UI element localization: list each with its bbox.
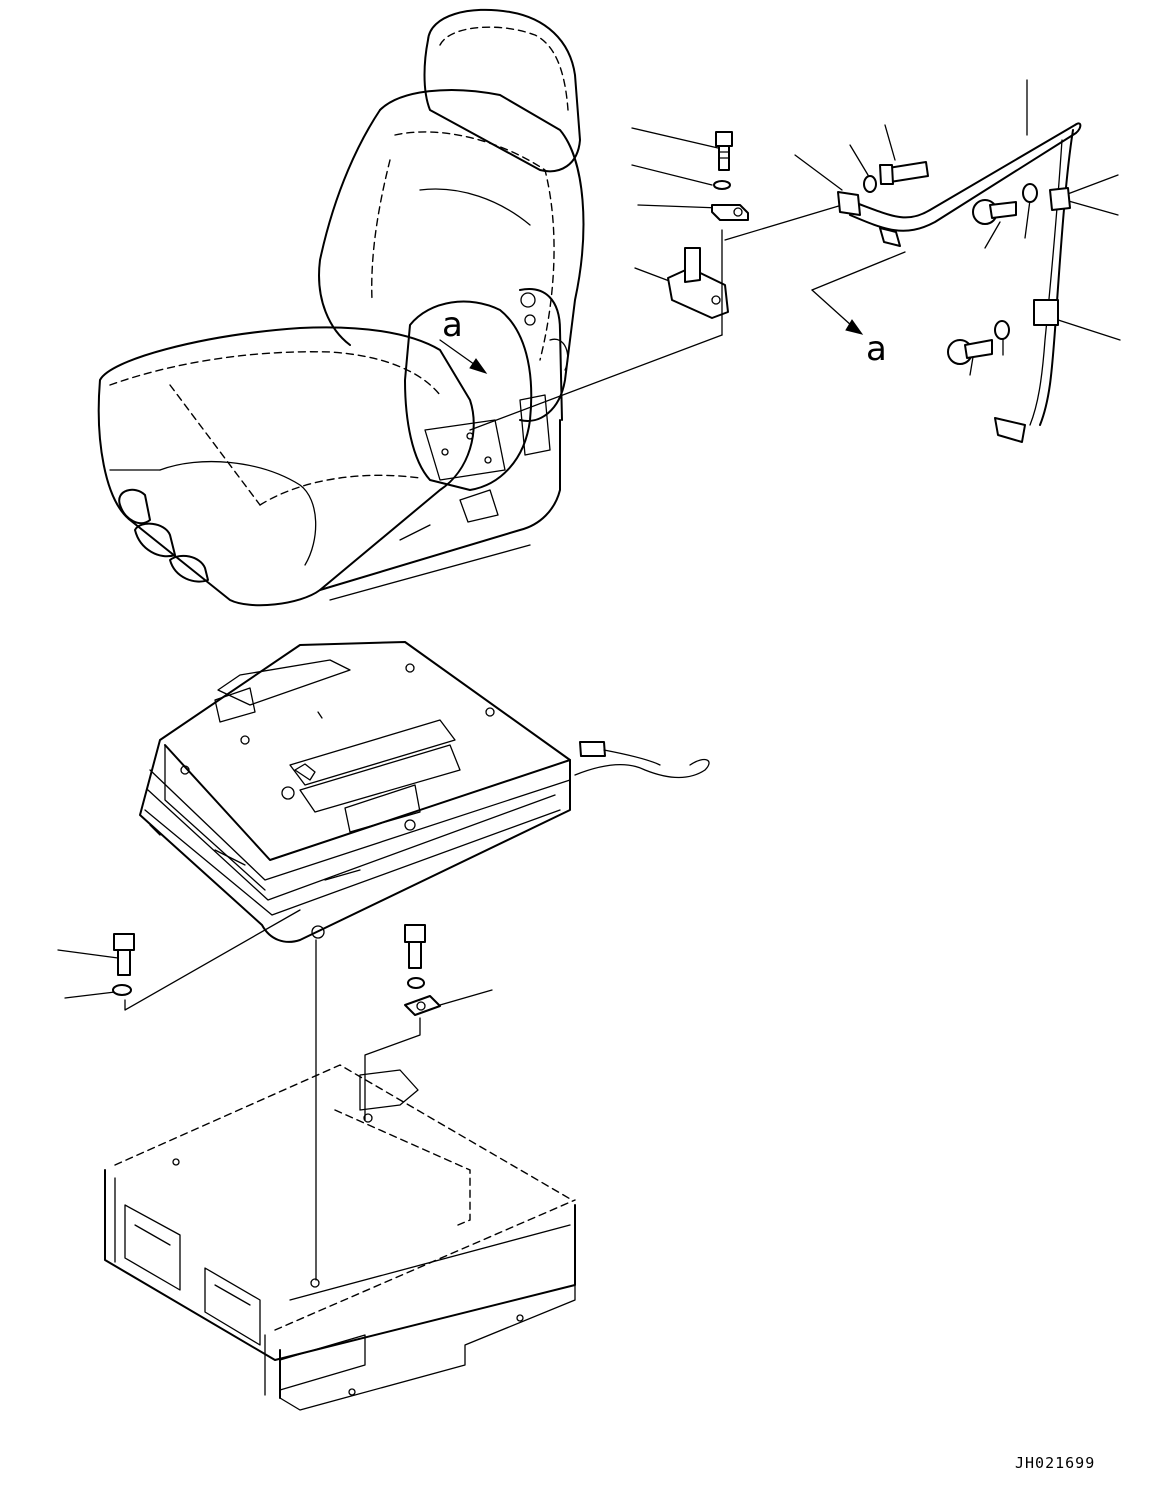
washer-icon: [407, 977, 425, 989]
view-arrow-a-detail: a: [811, 251, 906, 369]
wire-harness-detail: [794, 79, 1121, 443]
hex-bolt-icon: [972, 199, 1017, 225]
hex-bolt-icon: [879, 161, 929, 185]
hex-bolt-icon: [715, 131, 733, 171]
suspension-hardware-left: [57, 909, 301, 1011]
leader-line: [469, 334, 723, 431]
washer-icon: [863, 175, 877, 193]
hex-bolt-icon: [947, 339, 993, 365]
washer-icon: [1022, 183, 1038, 203]
view-arrow-a-seat: a: [439, 305, 488, 374]
operator-seat: [97, 8, 585, 607]
bracket-plate: [667, 247, 729, 319]
connector-icon: [879, 227, 1026, 443]
hex-bolt-icon: [404, 924, 426, 969]
suspension-hardware-center: [364, 924, 493, 1121]
seat-suspension: [139, 641, 710, 943]
hex-bolt-icon: [113, 933, 135, 976]
clip-icon: [837, 191, 861, 216]
bracket-hardware-group: [631, 127, 843, 336]
washer-icon: [112, 984, 132, 996]
view-label-a: a: [442, 305, 463, 345]
clip-icon: [1049, 187, 1071, 211]
clip-icon: [404, 995, 441, 1016]
connector-icon: [579, 741, 606, 757]
washer-icon: [713, 180, 731, 190]
clip-icon: [711, 204, 749, 221]
view-label-a: a: [866, 329, 887, 369]
washer-icon: [994, 320, 1010, 340]
clip-icon: [1033, 299, 1059, 326]
drawing-number: JH021699: [1015, 1454, 1095, 1472]
seat-stand-box: [104, 1064, 576, 1411]
